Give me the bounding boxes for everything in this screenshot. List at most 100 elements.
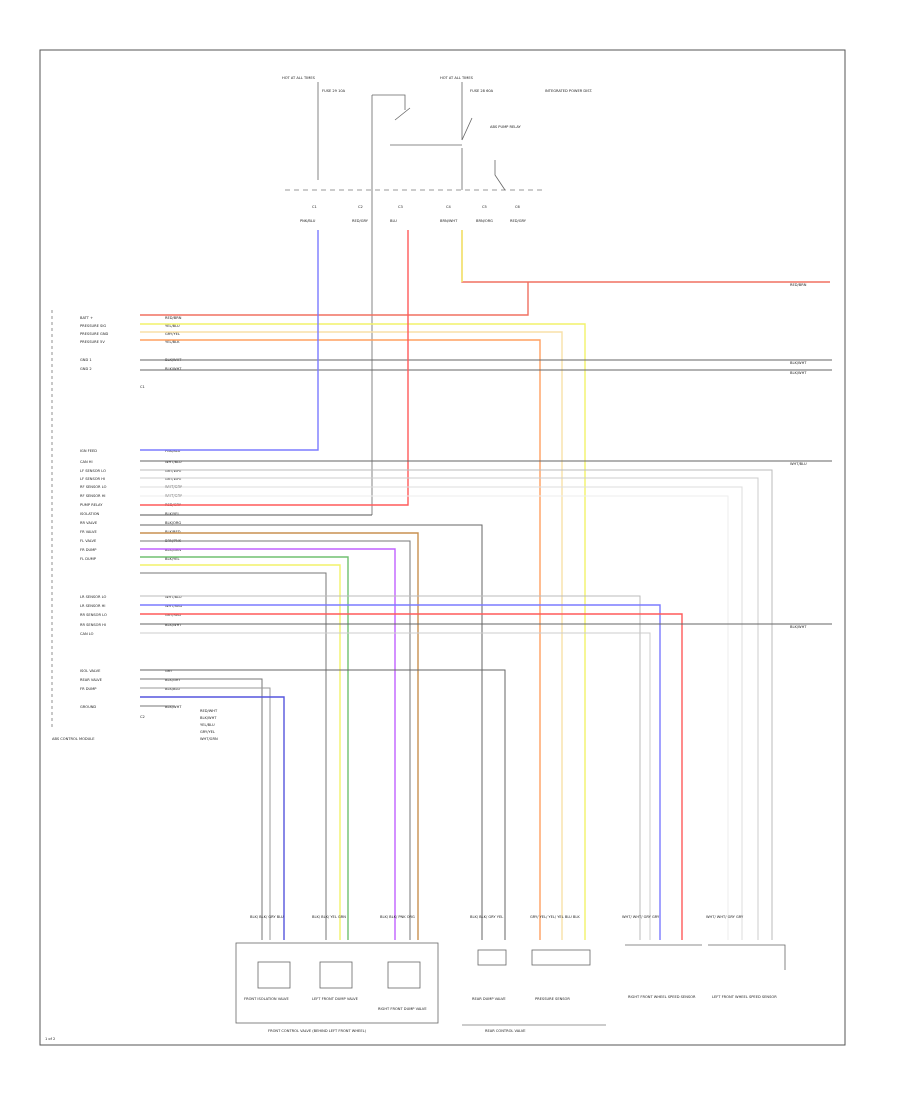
panel-wire-color: BLU	[390, 219, 397, 223]
rear-control-valve-group: BLK/ BLK/ GRY YEL GRY/ YEL/ YEL/ YEL BLU…	[462, 915, 606, 1033]
wire-black-rear-valve	[140, 524, 483, 940]
panel-pin: C3	[398, 205, 403, 209]
pin-label: CAN HI	[80, 460, 93, 464]
panel-label: INTEGRATED POWER DIST.	[545, 89, 592, 93]
hot-label-right: HOT AT ALL TIMES	[440, 76, 474, 80]
component-name: RIGHT FRONT DUMP VALVE	[378, 1007, 427, 1011]
panel-wire-color: BRN/ORG	[476, 219, 493, 223]
right-label: BLK/WHT	[790, 371, 807, 375]
wire-yellow-pressure-sig	[140, 323, 586, 940]
component-pins: BLK/ BLK/ YEL GRN	[312, 915, 346, 919]
pin-label: GROUND	[80, 705, 96, 709]
wire-yellow-fr-dump	[140, 564, 341, 940]
pin-color: BLK/YEL	[165, 512, 180, 516]
pin-label: ISOLATION	[80, 512, 100, 516]
wire-lr-sensor-lo	[140, 595, 641, 940]
pin-label: BATT +	[80, 316, 93, 320]
pin-label: RF SENSOR LO	[80, 485, 107, 489]
pin-color: BLK/BLU	[165, 687, 180, 691]
front-control-valve-group: BLK/ BLK/ GRY BLU BLK/ BLK/ YEL GRN BLK/…	[235, 915, 439, 1033]
wire-orange-pressure-5v	[140, 339, 541, 940]
right-label: WHT/BLU	[790, 462, 807, 466]
panel-pin-labels: C1 C2 C3 C4 C5 C6 PNK/BLU RED/GRY BLU BR…	[300, 205, 527, 223]
module-connector: ABS CONTROL MODULE C1 C2 BATT + PRESSURE…	[51, 310, 218, 741]
pin-color: GRY/YEL	[165, 332, 180, 336]
pin-label: PRESSURE GND	[80, 332, 109, 336]
pins-group-2: IGN FEED CAN HI LF SENSOR LO LF SENSOR H…	[80, 449, 183, 561]
relay-output	[461, 148, 506, 191]
pin-color: BLK/WHT	[165, 367, 182, 371]
pin-label: LF SENSOR HI	[80, 477, 105, 481]
component-pins: WHT/ WHT/ GRY GRY	[622, 915, 660, 919]
wire-purple-fl-valve	[140, 548, 396, 940]
pin-color: GRY/WHT	[165, 469, 183, 473]
wire-black-fr-valve	[140, 540, 411, 940]
wheel-speed-sensors: WHT/ WHT/ GRY GRY WHT/ WHT/ GRY GRY RIGH…	[622, 915, 786, 999]
pin-label: ISOL VALVE	[80, 669, 101, 673]
wire-brown-fr-valve	[140, 532, 419, 940]
pin-color: BLK/GRN	[165, 548, 181, 552]
pin-label: FR VALVE	[80, 530, 97, 534]
panel-pin: C1	[312, 205, 317, 209]
pin-label: RR SENSOR HI	[80, 623, 106, 627]
wire-red-pump-relay	[140, 230, 409, 506]
pin-color: BLK/ORG	[165, 521, 181, 525]
relay-label: ABS PUMP RELAY	[490, 125, 522, 129]
component-name: LEFT FRONT DUMP VALVE	[312, 997, 359, 1001]
module-name: ABS CONTROL MODULE	[52, 737, 95, 741]
solenoid-symbol	[257, 961, 291, 989]
wire-rf-sensor-lo	[140, 486, 743, 940]
fuse-label-right: FUSE 28 60A	[470, 89, 494, 93]
front-group-label: FRONT CONTROL VALVE (BEHIND LEFT FRONT W…	[268, 1029, 367, 1033]
wire-red-rr-sensor-lo	[140, 613, 683, 940]
pin-color: RED/BRN	[165, 316, 182, 320]
panel-pin: C4	[446, 205, 452, 209]
wire-green-fr-dump	[140, 556, 349, 940]
panel-wire-color: BRN/WHT	[440, 219, 458, 223]
pin-color: WHT/BLU	[165, 460, 182, 464]
wire-yellow-pressure-gnd	[140, 331, 563, 940]
pin-color: BLK/WHT	[165, 623, 182, 627]
wire-lf-sensor-hi	[140, 477, 759, 940]
sheet-number: 1 of 2	[45, 1037, 55, 1041]
note-line: RED/WHT	[200, 709, 218, 713]
component-pins: BLK/ BLK/ GRY YEL	[470, 915, 503, 919]
relay-supply-wire	[371, 94, 406, 515]
pin-label: FL DUMP	[80, 557, 97, 561]
pin-color: YEL/BLU	[165, 324, 180, 328]
right-labels: RED/BRN BLK/WHT BLK/WHT WHT/BLU BLK/WHT	[790, 283, 807, 629]
connector-top: C1	[140, 385, 145, 389]
note-line: GRY/YEL	[200, 730, 215, 734]
right-label: BLK/WHT	[790, 625, 807, 629]
connector-bottom: C2	[140, 715, 145, 719]
wire-rf-sensor-hi	[140, 495, 729, 940]
wire-blue-lr-sensor-hi	[140, 604, 661, 940]
pin-color: WHT/RED	[165, 604, 182, 608]
pin-color: BLK/YEL	[165, 557, 180, 561]
panel-pin: C6	[515, 205, 521, 209]
panel-wire-color: RED/GRY	[510, 219, 527, 223]
relay-switch	[390, 107, 473, 146]
hot-label-left: HOT AT ALL TIMES	[282, 76, 316, 80]
solenoid-symbol	[319, 961, 353, 989]
pin-color: YEL/BLK	[165, 340, 180, 344]
diagram-frame	[39, 49, 846, 1046]
wires	[140, 230, 832, 940]
right-label: RED/BRN	[790, 283, 807, 287]
fuse-label-left: FUSE 29 10A	[322, 89, 346, 93]
pressure-sensor-symbol	[531, 949, 591, 966]
pin-label: LR SENSOR LO	[80, 595, 107, 599]
pin-label: LF SENSOR LO	[80, 469, 106, 473]
component-name: RIGHT FRONT WHEEL SPEED SENSOR	[628, 995, 696, 999]
pins-group-4: ISOL VALVE REAR VALVE FR DUMP GROUND GRY…	[80, 669, 182, 709]
pin-label: CAN LO	[80, 632, 94, 636]
rear-valve-symbol	[477, 949, 507, 966]
note-line: BLK/WHT	[200, 716, 217, 720]
pin-color: BLK/GRY	[165, 678, 181, 682]
pin-label: FR DUMP	[80, 687, 97, 691]
component-name: FRONT ISOLATION VALVE	[244, 997, 290, 1001]
pin-label: RR SENSOR LO	[80, 613, 107, 617]
component-pins: BLK/ BLK/ GRY BLU	[250, 915, 284, 919]
rear-group-label: REAR CONTROL VALVE	[485, 1029, 526, 1033]
